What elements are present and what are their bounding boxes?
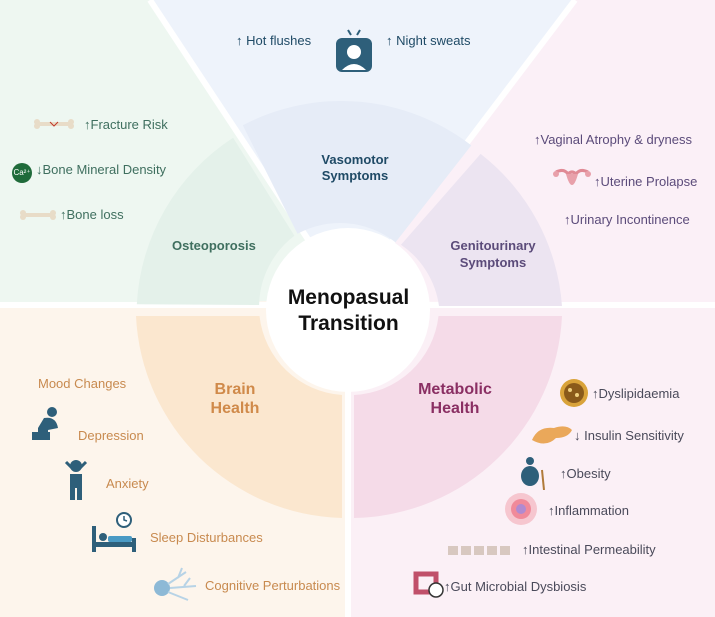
vaso-item-hot-flushes: ↑ Hot flushes [236,33,312,48]
brain-item-mood-changes: Mood Changes [38,376,127,391]
osteo-item-fracture-risk: ↑Fracture Risk [84,117,168,132]
donut-ring [136,100,562,518]
bone-icon [34,119,74,129]
meta-item-permeability: ↑Intestinal Permeability [522,542,656,557]
pancreas-icon [532,426,572,444]
brain-item-sleep: Sleep Disturbances [150,530,263,545]
vaso-item-night-sweats: ↑ Night sweats [386,33,471,48]
brain-label-line2: Health [210,400,260,417]
brain-label-line1: Brain [214,381,256,398]
center-title-line2: Transition [298,312,399,335]
segment-metabolic [354,316,562,518]
meta-item-dysbiosis: ↑Gut Microbial Dysbiosis [444,579,587,594]
uterus-icon [553,168,591,185]
segment-vasomotor [242,100,472,243]
center-circle [266,228,430,392]
osteoporosis-label: Osteoporosis [172,238,256,253]
osteo-item-bone-loss: ↑Bone loss [60,207,124,222]
brain-item-anxiety: Anxiety [106,476,149,491]
intestinal-wall-icon [448,546,510,555]
geni-item-vaginal-atrophy: ↑Vaginal Atrophy & dryness [534,132,693,147]
segment-osteoporosis [136,137,295,305]
osteo-item-bone-density: ↓Bone Mineral Density [36,162,167,177]
gut-icon [413,571,444,598]
segment-genitourinary [401,153,562,306]
center-title-line1: Menopasual [287,286,410,309]
depressed-person-icon [32,407,58,440]
inflammation-icon [505,493,537,525]
calcium-label: Ca²⁺ [13,168,31,177]
elderly-person-icon [521,457,545,490]
brain-item-cognitive: Cognitive Perturbations [205,578,341,593]
geni-item-urinary-incontinence: ↑Urinary Incontinence [564,212,690,227]
geni-item-uterine-prolapse: ↑Uterine Prolapse [594,174,698,189]
person-sleeping-icon [336,29,372,72]
meta-item-insulin: ↓ Insulin Sensitivity [574,428,684,443]
segment-brain [136,316,342,518]
vasomotor-label-line1: Vasomotor [321,152,389,167]
metabolic-label-line2: Health [430,400,480,417]
brain-item-depression: Depression [78,428,144,443]
vasomotor-label-line2: Symptoms [321,168,389,183]
meta-item-inflammation: ↑Inflammation [548,503,629,518]
lipid-icon [560,379,588,407]
meta-item-dyslipidaemia: ↑Dyslipidaemia [592,386,680,401]
genitourinary-label-line1: Genitourinary [450,238,536,253]
bed-clock-icon [92,512,136,552]
genitourinary-label-line2: Symptoms [459,255,527,270]
neuron-icon [154,567,197,601]
bone-icon [20,210,56,220]
metabolic-label-line1: Metabolic [418,381,492,398]
meta-item-obesity: ↑Obesity [560,466,611,481]
calcium-icon [12,163,32,183]
anxious-person-icon [64,460,88,500]
